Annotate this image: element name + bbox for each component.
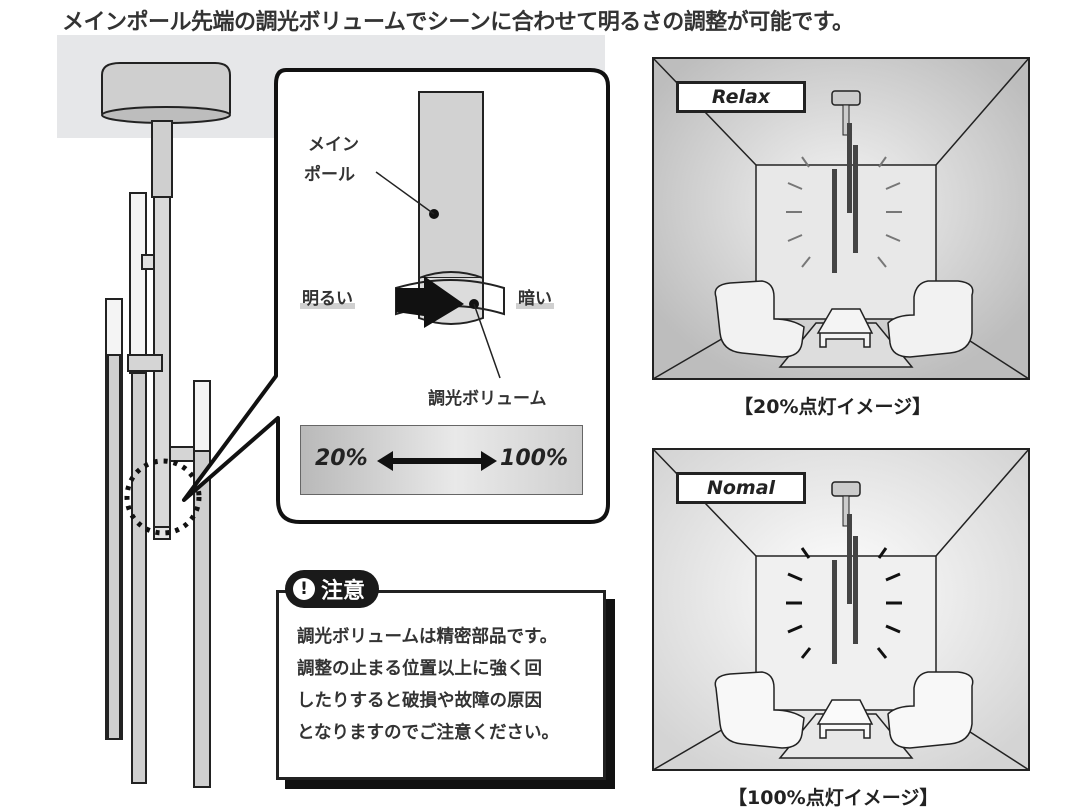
double-arrow-icon <box>377 451 497 471</box>
main-pole-label-line1: メイン <box>308 135 359 155</box>
scene-caption-20: 【20%点灯イメージ】 <box>734 396 932 418</box>
caution-line: 調整の止まる位置以上に強く回 <box>297 659 542 679</box>
scene-caption-100: 【100%点灯イメージ】 <box>728 787 939 809</box>
darker-label: 暗い <box>516 284 554 309</box>
room-scene-normal: Nomal <box>652 448 1030 773</box>
caution-line: となりますのでご注意ください。 <box>297 723 559 743</box>
main-pole-label-line2: ポール <box>304 165 355 185</box>
caution-box: 調光ボリュームは精密部品です。 調整の止まる位置以上に強く回 したりすると破損や… <box>276 590 606 780</box>
brighter-label: 明るい <box>300 284 355 309</box>
range-high-value: 100% <box>500 446 568 471</box>
caution-line: 調光ボリュームは精密部品です。 <box>297 627 558 647</box>
caution-badge: ! 注意 <box>285 570 380 608</box>
room-scene-relax: Relax <box>652 57 1030 382</box>
dimmer-volume-label: 調光ボリューム <box>428 389 547 409</box>
dotted-highlight-circle <box>124 458 202 536</box>
scene-tag-relax: Relax <box>676 81 806 113</box>
caution-text: 調光ボリュームは精密部品です。 調整の止まる位置以上に強く回 したりすると破損や… <box>297 621 559 749</box>
caution-line: したりすると破損や故障の原因 <box>297 691 542 711</box>
headline: メインポール先端の調光ボリュームでシーンに合わせて明るさの調整が可能です。 <box>62 10 854 35</box>
dimmer-detail-illustration <box>375 91 505 379</box>
caution-title: 注意 <box>321 579 366 604</box>
brightness-range-bar: 20% 100% <box>300 425 583 495</box>
pendant-light-illustration <box>101 62 231 788</box>
range-low-value: 20% <box>315 446 368 471</box>
exclamation-icon: ! <box>293 578 315 600</box>
scene-tag-normal: Nomal <box>676 472 806 504</box>
